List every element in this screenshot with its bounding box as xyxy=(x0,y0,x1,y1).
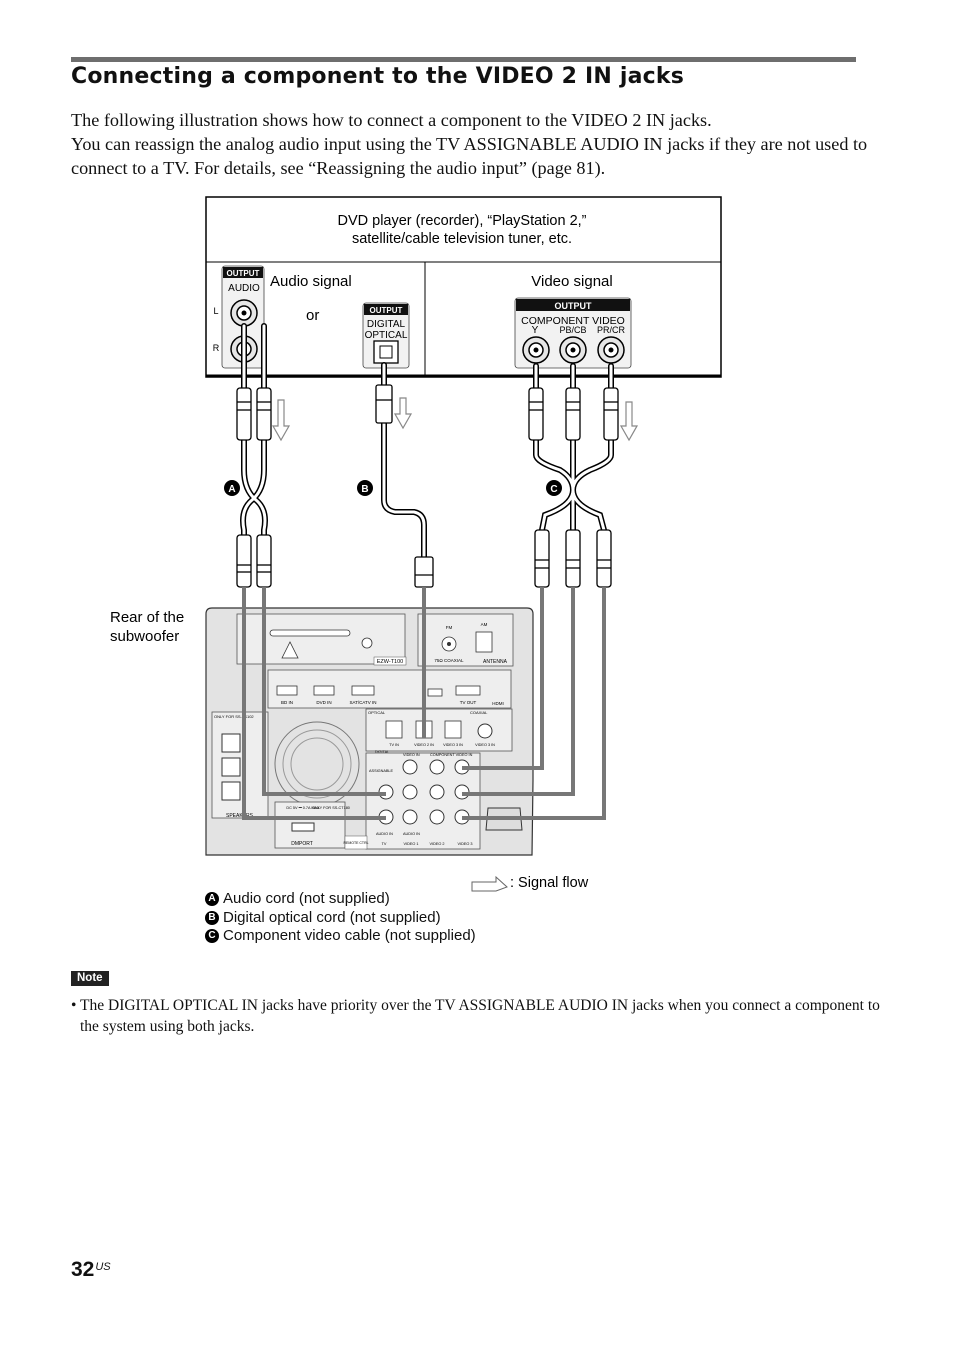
signal-flow-arrow-video xyxy=(619,401,639,442)
svg-text:ASSIGNABLE: ASSIGNABLE xyxy=(369,769,394,773)
plug-video-bottom-pr xyxy=(596,529,612,588)
signal-flow-arrow-audio xyxy=(271,399,291,442)
legend-badge-c: C xyxy=(205,929,219,943)
optical-output-tag: OUTPUT xyxy=(370,306,403,315)
rear-label-line1: Rear of the xyxy=(110,609,184,626)
plug-video-top-pb xyxy=(565,387,581,441)
legend-badge-a: A xyxy=(205,892,219,906)
source-device-line2: satellite/cable television tuner, etc. xyxy=(352,231,572,247)
plug-video-bottom-pb xyxy=(565,529,581,588)
legend-text-c: Component video cable (not supplied) xyxy=(223,927,476,944)
cord-badge-c: C xyxy=(546,480,562,496)
svg-text:REMOTE CTRL: REMOTE CTRL xyxy=(343,841,368,845)
svg-text:HDMI: HDMI xyxy=(492,701,504,706)
legend-text-b: Digital optical cord (not supplied) xyxy=(223,909,441,926)
svg-text:OPTICAL: OPTICAL xyxy=(368,710,386,715)
optical-label: OPTICAL xyxy=(365,330,408,341)
plug-video-top-pr xyxy=(603,387,619,441)
svg-text:DC 5V ⎓ 0.7A MAX: DC 5V ⎓ 0.7A MAX xyxy=(286,806,320,810)
svg-text:TV: TV xyxy=(382,842,387,846)
audio-output-tag: OUTPUT xyxy=(227,269,260,278)
plug-audio-top-r xyxy=(256,387,272,441)
svg-text:ONLY FOR SS-CT180: ONLY FOR SS-CT180 xyxy=(312,806,350,810)
comp-pb-label: PB/CB xyxy=(559,325,586,335)
svg-text:VIDEO 1: VIDEO 1 xyxy=(404,842,419,846)
audio-signal-label: Audio signal xyxy=(270,273,352,290)
svg-text:VIDEO 3 IN: VIDEO 3 IN xyxy=(443,743,463,747)
legend-item-b: B Digital optical cord (not supplied) xyxy=(205,909,441,927)
intro-line-2: You can reassign the analog audio input … xyxy=(71,134,868,178)
svg-text:AUDIO IN: AUDIO IN xyxy=(376,832,393,836)
subwoofer-rear-panel: EZW-T100 FM AM 75Ω COAXIAL ANTENNA BD IN… xyxy=(205,607,534,856)
svg-text:BD IN: BD IN xyxy=(281,700,293,705)
intro-line-1: The following illustration shows how to … xyxy=(71,110,712,130)
svg-text:SPEAKERS: SPEAKERS xyxy=(226,813,254,819)
video-signal-label: Video signal xyxy=(531,273,612,290)
svg-text:A: A xyxy=(228,484,235,495)
comp-y-label: Y xyxy=(532,325,539,336)
plug-optical-top xyxy=(375,384,393,424)
svg-text:SAT/CATV IN: SAT/CATV IN xyxy=(349,700,376,705)
legend-item-c: C Component video cable (not supplied) xyxy=(205,927,476,945)
svg-text:COMPONENT VIDEO IN: COMPONENT VIDEO IN xyxy=(430,753,473,757)
legend-badge-b: B xyxy=(205,911,219,925)
panel-model: EZW-T100 xyxy=(377,659,404,665)
legend-text-a: Audio cord (not supplied) xyxy=(223,890,390,907)
video-output-tag: OUTPUT xyxy=(555,301,593,311)
rear-label-line2: subwoofer xyxy=(110,628,179,645)
cord-badge-b: B xyxy=(357,480,373,496)
audio-jack-label: AUDIO xyxy=(228,283,260,294)
svg-text:FM: FM xyxy=(446,625,453,630)
svg-text:VIDEO 3 IN: VIDEO 3 IN xyxy=(475,743,495,747)
intro-paragraph: The following illustration shows how to … xyxy=(71,108,871,180)
section-rule xyxy=(71,57,856,62)
plug-optical-bottom xyxy=(414,556,434,588)
svg-text:VIDEO 2: VIDEO 2 xyxy=(430,842,445,846)
plug-video-top-y xyxy=(528,387,544,441)
audio-l-label: L xyxy=(213,306,218,316)
svg-text:VIDEO IN: VIDEO IN xyxy=(403,753,420,757)
optical-jack xyxy=(373,340,399,364)
svg-text:TV OUT: TV OUT xyxy=(460,700,477,705)
plug-audio-top-l xyxy=(236,387,252,441)
svg-text:ANTENNA: ANTENNA xyxy=(483,659,508,665)
svg-text:75Ω COAXIAL: 75Ω COAXIAL xyxy=(434,658,464,663)
digital-label: DIGITAL xyxy=(367,319,406,330)
comp-jack-y xyxy=(522,336,550,364)
signal-flow-arrow-optical xyxy=(393,397,413,430)
svg-text:ONLY FOR SS-TS102: ONLY FOR SS-TS102 xyxy=(214,714,254,719)
svg-text:AUDIO IN: AUDIO IN xyxy=(403,832,420,836)
svg-text:DIGITAL: DIGITAL xyxy=(375,750,390,754)
or-label: or xyxy=(306,307,319,324)
comp-jack-pr xyxy=(597,336,625,364)
legend-item-a: A Audio cord (not supplied) xyxy=(205,890,390,908)
source-device-line1: DVD player (recorder), “PlayStation 2,” xyxy=(338,213,587,229)
svg-text:TV IN: TV IN xyxy=(389,743,399,747)
svg-text:DVD IN: DVD IN xyxy=(316,700,331,705)
svg-text:DMPORT: DMPORT xyxy=(291,841,313,847)
section-title: Connecting a component to the VIDEO 2 IN… xyxy=(71,64,685,89)
svg-text:AM: AM xyxy=(481,622,488,627)
plug-audio-bottom-r xyxy=(256,534,272,588)
comp-pr-label: PR/CR xyxy=(597,325,626,335)
note-badge: Note xyxy=(71,971,109,986)
plug-audio-bottom-l xyxy=(236,534,252,588)
comp-jack-pb xyxy=(559,336,587,364)
signal-flow-legend-arrow xyxy=(471,875,508,892)
audio-jack-l xyxy=(230,299,258,327)
svg-text:VIDEO 3: VIDEO 3 xyxy=(458,842,473,846)
cord-badge-a: A xyxy=(224,480,240,496)
audio-r-label: R xyxy=(213,343,220,353)
svg-text:VIDEO 2 IN: VIDEO 2 IN xyxy=(414,743,434,747)
page-number: 32US xyxy=(71,1258,111,1281)
svg-text:B: B xyxy=(361,484,368,495)
svg-text:COAXIAL: COAXIAL xyxy=(470,710,488,715)
component-video-label: COMPONENT VIDEO xyxy=(521,315,625,327)
signal-flow-label: : Signal flow xyxy=(510,875,589,891)
svg-text:C: C xyxy=(550,484,557,495)
note-text: • The DIGITAL OPTICAL IN jacks have prio… xyxy=(71,997,880,1035)
plug-video-bottom-y xyxy=(534,529,550,588)
page-suffix: US xyxy=(95,1261,111,1273)
